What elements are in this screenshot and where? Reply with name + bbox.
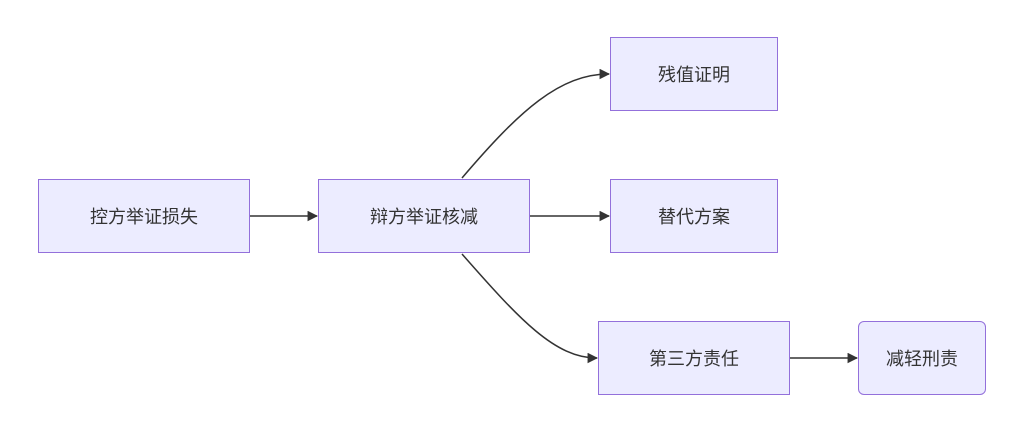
node-alternative-plan: 替代方案: [610, 179, 778, 253]
node-alternative-plan-label: 替代方案: [658, 207, 730, 228]
node-defense-reduction: 辩方举证核减: [318, 179, 530, 253]
node-residual-value-label: 残值证明: [658, 65, 730, 86]
node-defense-reduction-label: 辩方举证核减: [370, 207, 478, 228]
node-prosecution-loss: 控方举证损失: [38, 179, 250, 253]
node-mitigate-penalty-label: 减轻刑责: [886, 349, 958, 370]
node-third-party-liability-label: 第三方责任: [649, 349, 739, 370]
edge-defense-to-third-party: [461, 253, 599, 364]
node-prosecution-loss-label: 控方举证损失: [90, 207, 198, 228]
node-mitigate-penalty: 减轻刑责: [858, 321, 986, 395]
node-third-party-liability: 第三方责任: [598, 321, 790, 395]
node-residual-value: 残值证明: [610, 37, 778, 111]
edge-defense-to-residual: [461, 68, 611, 179]
